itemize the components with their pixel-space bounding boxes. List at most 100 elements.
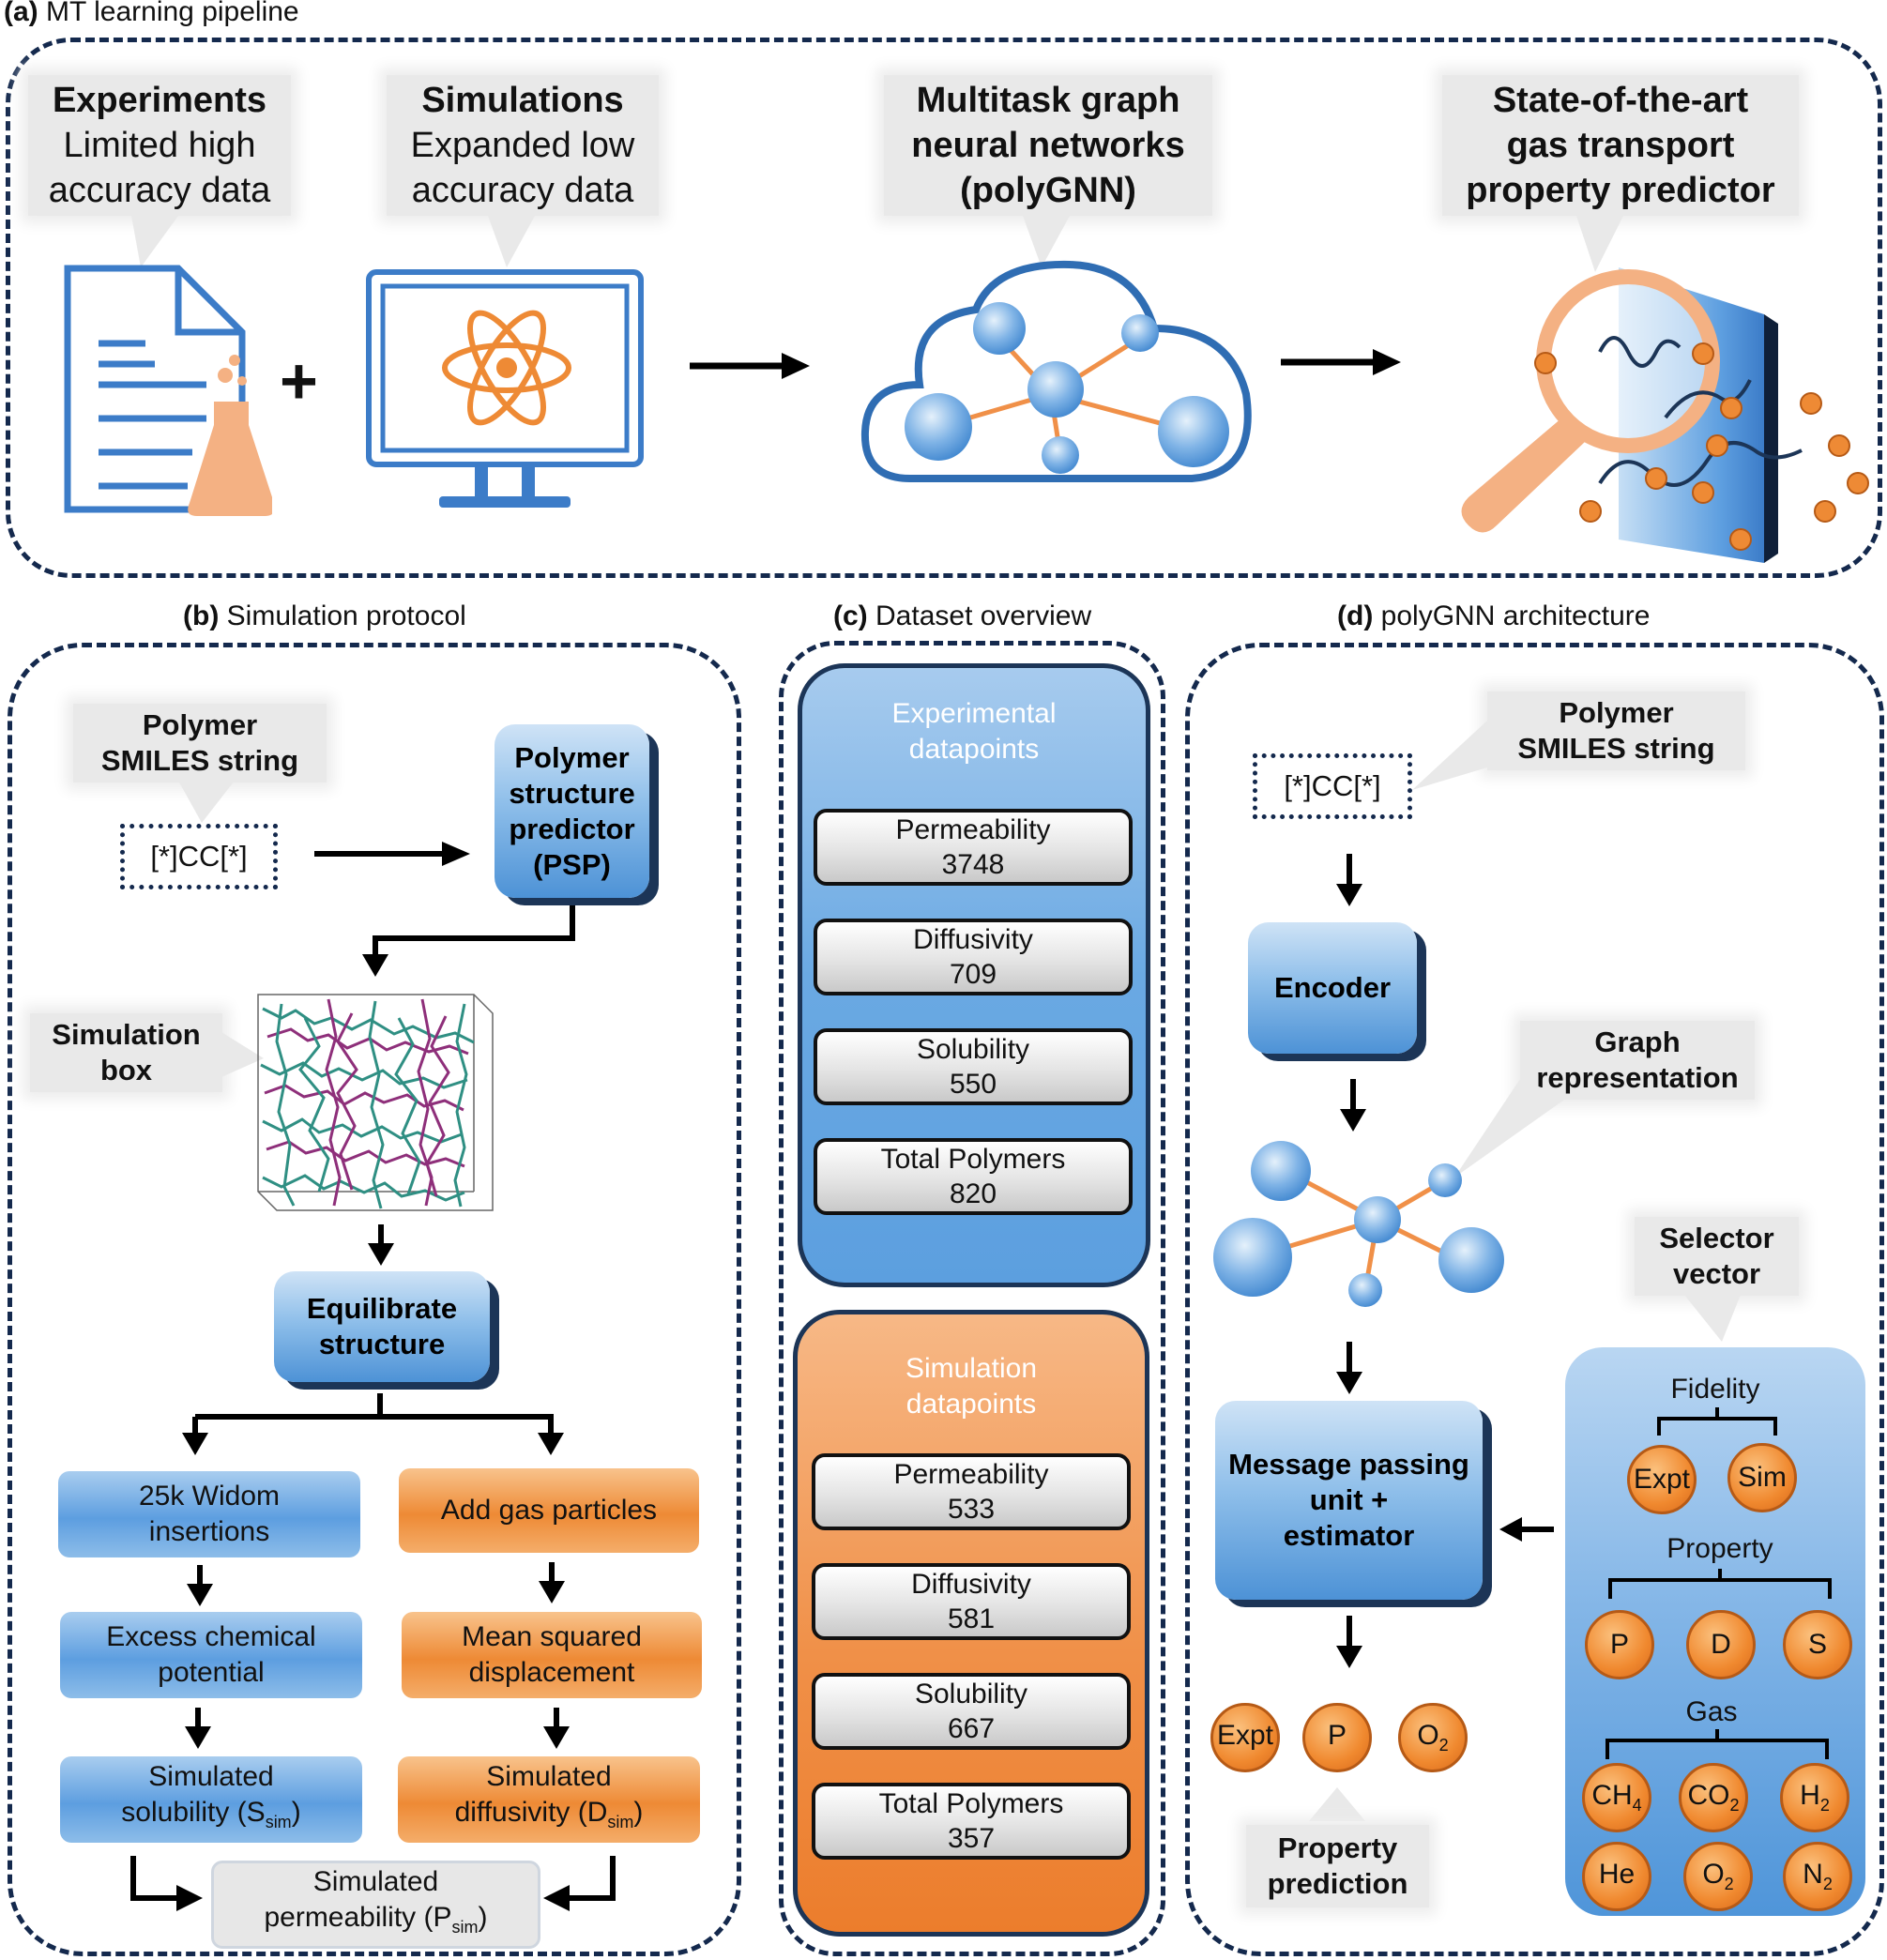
property-title: Property (1666, 1533, 1773, 1564)
arrow-down-icon (539, 1562, 565, 1603)
panel-d-title: (d) polyGNN architecture (1337, 600, 1650, 632)
simulations-line3: accuracy data (411, 171, 634, 210)
gas-co2-base: CO (1687, 1780, 1730, 1811)
smiles-callout-b-line1: Polymer (142, 708, 258, 741)
callout-tail (1412, 721, 1487, 790)
panel-c-title: (c) Dataset overview (833, 600, 1091, 632)
sim-card-total-polymers: Total Polymers 357 (812, 1783, 1131, 1860)
arrow-down-icon (187, 1565, 213, 1606)
graph-callout-line2: representation (1536, 1061, 1739, 1094)
selector-callout: Selector vector (1635, 1217, 1799, 1296)
card-value: 820 (949, 1178, 997, 1209)
equilibrate-line1: Equilibrate (306, 1292, 458, 1325)
bracket-icon (1605, 1729, 1829, 1759)
msd-box: Mean squared displacement (402, 1612, 702, 1698)
msd-line1: Mean squared (462, 1621, 642, 1652)
card-value: 533 (947, 1494, 996, 1525)
panel-a-title: (a) MT learning pipeline (4, 0, 299, 28)
psp-line4: (PSP) (533, 847, 611, 881)
output-o2-node: O2 (1398, 1703, 1468, 1772)
encoder-box: Encoder (1248, 922, 1417, 1054)
sim-card-diffusivity: Diffusivity 581 (812, 1563, 1131, 1640)
prediction-callout-line2: prediction (1267, 1867, 1408, 1900)
property-d-label: D (1711, 1629, 1731, 1660)
simulation-box-image (257, 994, 494, 1211)
arrow-left-icon (1499, 1517, 1554, 1542)
gas-h2-base: H (1800, 1780, 1820, 1811)
gas-he-base: He (1598, 1859, 1636, 1890)
predictor-callout: State-of-the-art gas transport property … (1442, 75, 1799, 216)
card-value: 550 (949, 1069, 997, 1100)
output-o2-base: O (1417, 1720, 1439, 1751)
gas-o2-base: O (1702, 1859, 1725, 1890)
arrow-down-icon (1336, 1342, 1362, 1394)
simbox-callout: Simulation box (30, 1013, 222, 1092)
message-passing-box: Message passing unit + estimator (1215, 1401, 1483, 1600)
gas-co2-label: CO2 (1687, 1780, 1739, 1816)
mpu-line3: estimator (1283, 1519, 1415, 1552)
gas-ch4-base: CH (1591, 1780, 1633, 1811)
psp-box: Polymer structure predictor (PSP) (495, 724, 649, 898)
gnn-callout: Multitask graph neural networks (polyGNN… (884, 75, 1212, 216)
gas-n2-sub: 2 (1822, 1875, 1833, 1893)
panel-c-label: (c) (833, 600, 868, 631)
gnn-line3: (polyGNN) (960, 171, 1136, 210)
sim-sol-close: ) (291, 1797, 301, 1828)
plus-sign: + (280, 344, 318, 418)
panel-d-frame (1185, 643, 1884, 1956)
experiments-line3: accuracy data (48, 171, 271, 210)
output-p-node: P (1302, 1703, 1372, 1772)
smiles-callout-d-line1: Polymer (1559, 696, 1674, 729)
simbox-callout-line2: box (99, 1054, 153, 1086)
gas-h2-node: H2 (1780, 1763, 1849, 1832)
excess-line2: potential (158, 1657, 265, 1688)
gas-ch4-label: CH4 (1591, 1780, 1641, 1816)
property-d-node: D (1686, 1610, 1756, 1679)
card-label: Total Polymers (878, 1788, 1064, 1819)
gas-n2-label: N2 (1803, 1859, 1833, 1894)
fidelity-sim-label: Sim (1738, 1462, 1787, 1493)
gas-title: Gas (1685, 1696, 1738, 1727)
predictor-line3: property predictor (1466, 171, 1775, 210)
gas-h2-sub: 2 (1819, 1796, 1830, 1815)
equilibrate-line2: structure (318, 1328, 446, 1360)
callout-tail (1684, 1295, 1741, 1342)
output-expt-node: Expt (1210, 1703, 1280, 1772)
callout-tail (178, 781, 235, 823)
gas-he-node: He (1582, 1842, 1651, 1911)
gas-ch4-node: CH4 (1582, 1763, 1651, 1832)
callout-tail (1309, 1787, 1365, 1821)
sim-sol-line2: solubility (Ssim) (121, 1795, 300, 1840)
sim-perm-close: ) (478, 1902, 488, 1933)
arrow-down-icon (543, 1708, 570, 1749)
membrane-magnifier-icon (1461, 267, 1869, 563)
psp-line3: predictor (509, 812, 635, 845)
simulations-callout: Simulations Expanded low accuracy data (387, 75, 659, 216)
selector-callout-line1: Selector (1659, 1222, 1774, 1254)
sim-perm-line1: Simulated (312, 1866, 439, 1897)
arrow-down-icon (1336, 1616, 1362, 1668)
output-expt-base: Expt (1216, 1720, 1274, 1751)
prediction-callout: Property prediction (1246, 1825, 1429, 1907)
equilibrate-box: Equilibrate structure (274, 1271, 490, 1382)
excess-line1: Excess chemical (106, 1621, 316, 1652)
bracket-icon (1608, 1569, 1832, 1599)
panel-a-title-text: MT learning pipeline (46, 0, 299, 27)
cloud-network-icon (860, 260, 1252, 482)
card-label: Total Polymers (880, 1144, 1066, 1175)
fidelity-sim-node: Sim (1727, 1443, 1797, 1512)
arrow-down-icon (1340, 1079, 1366, 1132)
gas-n2-node: N2 (1783, 1842, 1852, 1911)
card-value: 667 (947, 1713, 996, 1744)
add-gas-box: Add gas particles (399, 1468, 699, 1553)
excess-potential-box: Excess chemical potential (60, 1612, 362, 1698)
arrow-down-icon (185, 1708, 211, 1749)
smiles-callout-b: Polymer SMILES string (73, 704, 327, 782)
experiments-line2: Limited high (63, 126, 256, 165)
card-label: Solubility (916, 1034, 1030, 1065)
arrow-down-icon (1336, 854, 1362, 906)
sim-perm-base: permeability (P (264, 1902, 452, 1933)
property-p-label: P (1609, 1629, 1629, 1660)
monitor-atom-icon (366, 269, 644, 508)
prediction-callout-line1: Property (1277, 1831, 1398, 1864)
